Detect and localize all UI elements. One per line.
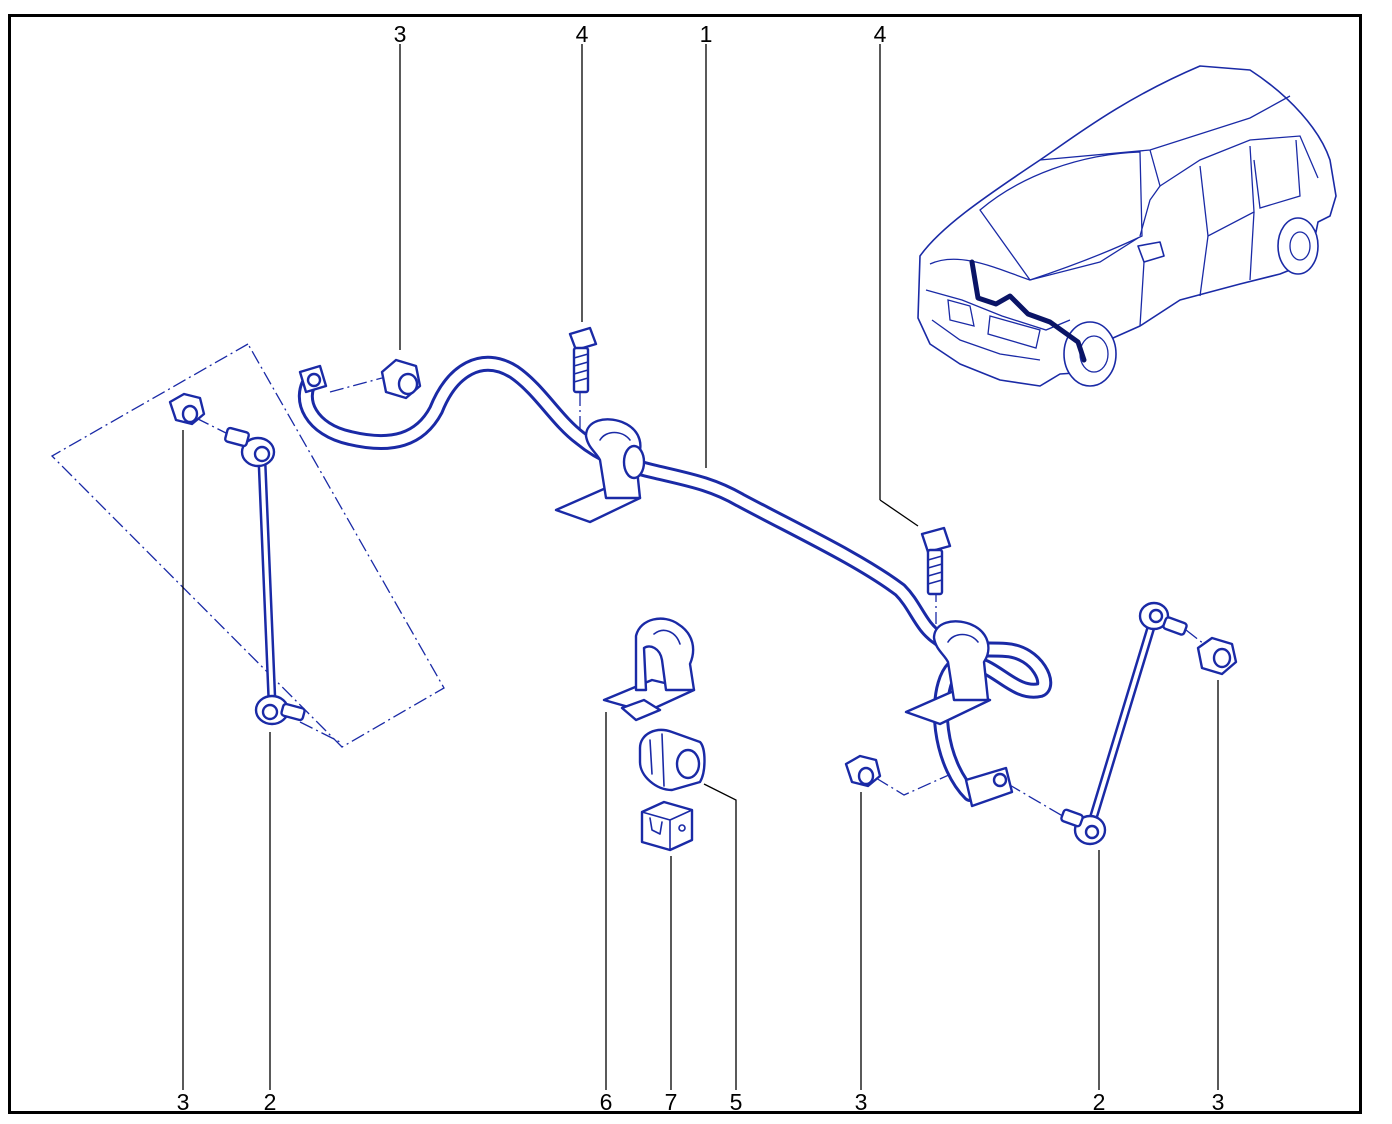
nut-left	[168, 392, 206, 426]
link-rod-right	[1060, 601, 1188, 846]
bar-clamp-right	[904, 620, 992, 726]
callout-3-bottom-left: 3	[177, 1089, 190, 1115]
insert-block	[640, 800, 694, 852]
nut-top	[380, 358, 422, 400]
reference-plane-left	[50, 343, 445, 748]
vehicle-illustration	[917, 65, 1337, 387]
callout-3-bottom-mid: 3	[855, 1089, 868, 1115]
leader-lines	[182, 44, 1219, 1090]
callout-5: 5	[730, 1089, 743, 1115]
callout-2-bottom-right: 2	[1093, 1089, 1106, 1115]
bolt-left	[568, 326, 598, 394]
nut-bottom-mid	[844, 754, 882, 788]
bushing	[638, 728, 706, 792]
clamp-loose	[602, 617, 696, 722]
bolt-right	[920, 526, 952, 596]
nut-right	[1196, 636, 1238, 676]
callout-3-top: 3	[394, 21, 407, 47]
callout-labels: 3 4 1 4 3 2 6 7 5 3 2 3	[177, 21, 1225, 1115]
callout-7: 7	[665, 1089, 678, 1115]
anti-roll-bar	[297, 355, 1053, 808]
link-rod-left	[224, 426, 306, 726]
callout-4-left: 4	[576, 21, 589, 47]
callout-4-right: 4	[874, 21, 887, 47]
callout-6: 6	[600, 1089, 613, 1115]
callout-1: 1	[700, 21, 713, 47]
callout-3-bottom-right: 3	[1212, 1089, 1225, 1115]
bar-clamp-left	[554, 418, 646, 524]
callout-2-bottom-left: 2	[264, 1089, 277, 1115]
